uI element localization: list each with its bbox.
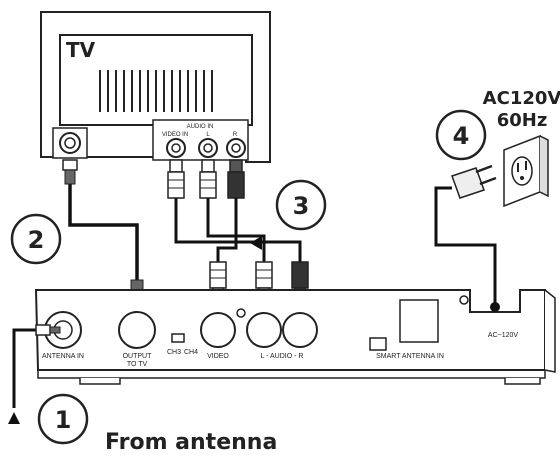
- smart-antenna-port: [399, 299, 439, 343]
- video-label: VIDEO: [207, 353, 229, 360]
- audio-in-label: AUDIO IN: [187, 124, 214, 130]
- ch3-label: CH3: [167, 349, 181, 356]
- step-4-label: 4: [453, 122, 470, 150]
- tv: TV AUDIO IN VIDEO IN L R: [40, 11, 271, 163]
- tv-screen-lines: [99, 70, 213, 112]
- output-label-2: TO TV: [127, 361, 148, 368]
- tv-rca-jacks: [166, 138, 246, 158]
- ch4-label: CH4: [184, 349, 198, 356]
- antenna-feed: [8, 324, 61, 424]
- channel-switch: [171, 333, 185, 343]
- power-cord: [434, 134, 549, 312]
- audio-left-label: L: [206, 132, 210, 138]
- tv-label: TV: [66, 38, 96, 62]
- step-2-label: 2: [28, 226, 45, 254]
- step-4: 4: [435, 109, 487, 161]
- step-3-label: 3: [293, 192, 310, 220]
- wall-outlet: [503, 134, 549, 208]
- tv-rca-plugs: [167, 159, 245, 199]
- rca-cable: [174, 198, 302, 262]
- voltage-label: AC120V: [483, 88, 560, 109]
- step-1-label: 1: [55, 406, 72, 434]
- direction-arrow: [250, 236, 262, 250]
- audio-label: L - AUDIO - R: [261, 353, 304, 360]
- ac-port-label: AC~120V: [488, 332, 518, 339]
- step-2: 2: [10, 213, 62, 265]
- caption: From antenna: [105, 430, 277, 455]
- audio-right-label: R: [233, 132, 238, 138]
- frequency-label: 60Hz: [497, 110, 548, 131]
- step-3: 3: [275, 179, 327, 231]
- receiver-box: ANTENNA IN OUTPUT TO TV CH3 CH4 VIDEO L …: [34, 289, 556, 385]
- step-1: 1: [37, 393, 89, 445]
- video-in-label: VIDEO IN: [162, 132, 188, 138]
- coax-cable: [62, 159, 146, 305]
- power-plug: [451, 164, 497, 199]
- output-label-1: OUTPUT: [123, 353, 153, 360]
- antenna-in-label: ANTENNA IN: [42, 353, 84, 360]
- smart-antenna-label: SMART ANTENNA IN: [376, 353, 444, 360]
